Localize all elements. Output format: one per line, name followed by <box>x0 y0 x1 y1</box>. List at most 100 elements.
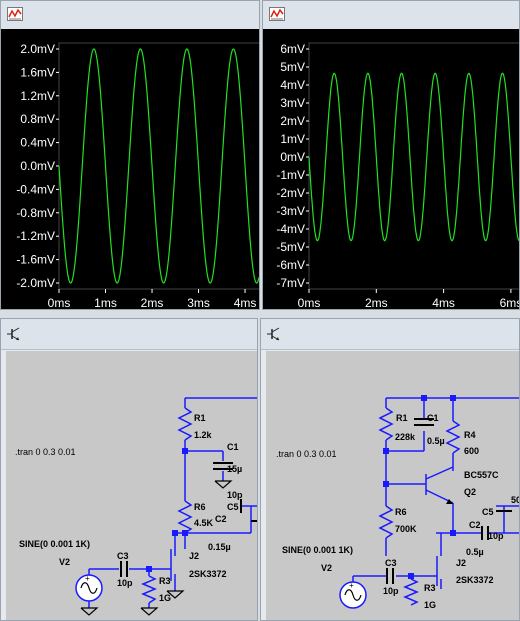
source-label: SINE(0 0.001 1K) <box>282 545 353 555</box>
directive-text: .tran 0 0.3 0.01 <box>15 447 76 457</box>
y-tick-label: 0.0mV <box>20 159 55 173</box>
label-C1: C1 <box>227 442 239 452</box>
waveform-window-left[interactable]: 2.0mV 1.6mV 1.2mV 0.8mV 0.4mV 0.0mV -0.4mV -0.8… <box>0 0 260 310</box>
plot-area[interactable]: 2.0mV 1.6mV 1.2mV 0.8mV 0.4mV 0.0mV -0.4mV -0.8… <box>1 29 260 310</box>
y-tick-label: -0.4mV <box>16 182 55 196</box>
value-R1: 228k <box>395 432 416 442</box>
waveform-icon <box>269 7 285 26</box>
y-tick-label: -4mV <box>276 222 305 236</box>
value-R1: 1.2k <box>194 430 213 440</box>
y-tick-label: 1.2mV <box>20 89 55 103</box>
plot-frame <box>58 42 259 290</box>
x-tick-label: 2ms <box>365 296 388 310</box>
y-tick-label: -6mV <box>276 258 305 272</box>
y-tick-label: -3mV <box>276 204 305 218</box>
window-titlebar[interactable] <box>263 1 519 30</box>
y-tick-label: 0mV <box>280 150 305 164</box>
label-Q2: Q2 <box>464 487 476 497</box>
value-Q2: BC557C <box>464 470 499 480</box>
value-C2: 0.15µ <box>208 542 231 552</box>
waveform-plot[interactable]: 2.0mV 1.6mV 1.2mV 0.8mV 0.4mV 0.0mV -0.4mV -0.8… <box>1 29 260 310</box>
y-tick-label: 6mV <box>280 42 305 56</box>
label-J2: J2 <box>456 558 466 568</box>
y-tick-label: 0.4mV <box>20 136 55 150</box>
source-label: SINE(0 0.001 1K) <box>19 539 90 549</box>
x-tick-label: 4ms <box>234 296 257 310</box>
label-R3: R3 <box>159 576 171 586</box>
y-tick-label: -5mV <box>276 240 305 254</box>
label-C5: C5 <box>482 507 494 517</box>
value-J2: 2SK3372 <box>189 569 227 579</box>
series-line <box>308 72 519 242</box>
y-tick-label: 2mV <box>280 114 305 128</box>
value-C1: 0.5µ <box>427 436 445 446</box>
value-C5-extra: 50 <box>511 495 520 505</box>
label-J2: J2 <box>189 551 199 561</box>
label-C2: C2 <box>469 520 481 530</box>
label-C5: C5 <box>227 502 239 512</box>
transistor-icon <box>267 327 281 346</box>
label-R1: R1 <box>396 413 408 423</box>
x-tick-label: 2ms <box>141 296 164 310</box>
x-tick-label: 6ms <box>500 296 520 310</box>
x-tick-label: 4ms <box>432 296 455 310</box>
waveform-icon <box>7 7 23 26</box>
value-R3: 1G <box>424 600 436 610</box>
schematic-drawing[interactable]: + .tr <box>6 351 258 621</box>
schematic-canvas[interactable]: + .tran 0 0.3 0.01 SINE(0 0.001 1K) <box>266 351 520 621</box>
svg-text:+: + <box>349 581 354 590</box>
series-line <box>58 48 259 284</box>
plot-frame <box>308 42 519 290</box>
directive-text: .tran 0 0.3 0.01 <box>276 449 337 459</box>
transistor-icon <box>7 327 21 346</box>
value-C1: 15µ <box>227 464 242 474</box>
window-titlebar[interactable] <box>1 319 257 350</box>
y-tick-label: -0.8mV <box>16 206 55 220</box>
x-tick-label: 1ms <box>94 296 117 310</box>
value-R6: 4.5K <box>194 518 214 528</box>
y-tick-label: -1mV <box>276 168 305 182</box>
window-titlebar[interactable] <box>1 1 259 30</box>
label-R4: R4 <box>464 430 476 440</box>
label-C2: C2 <box>215 514 227 524</box>
label-C3: C3 <box>117 551 129 561</box>
label-R6: R6 <box>194 502 206 512</box>
schematic-window-right[interactable]: + .tran 0 0.3 0.01 SINE(0 0.001 1K) <box>260 318 520 621</box>
value-C3: 10p <box>117 578 133 588</box>
label-R6: R6 <box>395 507 407 517</box>
y-tick-label: 1mV <box>280 132 305 146</box>
label-R1: R1 <box>194 413 206 423</box>
value-C5: 10p <box>227 490 243 500</box>
label-C1: C1 <box>427 413 439 423</box>
y-tick-label: 2.0mV <box>20 42 55 56</box>
label-V2: V2 <box>59 557 70 567</box>
label-C3: C3 <box>385 558 397 568</box>
y-tick-label: 0.8mV <box>20 112 55 126</box>
value-C2: 0.5µ <box>466 547 484 557</box>
value-R4: 600 <box>464 446 479 456</box>
value-R3: 1G <box>159 593 171 603</box>
schematic-canvas[interactable]: + .tr <box>6 351 258 621</box>
x-tick-label: 0ms <box>298 296 321 310</box>
y-tick-label: -1.2mV <box>16 229 55 243</box>
value-C5: 10p <box>488 531 504 541</box>
y-tick-label: 4mV <box>280 78 305 92</box>
waveform-plot[interactable]: 6mV5mV4mV3mV2mV1mV0mV-1mV-2mV-3mV-4mV-5m… <box>263 29 520 310</box>
y-tick-label: -7mV <box>276 276 305 290</box>
y-tick-label: -2mV <box>276 186 305 200</box>
label-R3: R3 <box>424 583 436 593</box>
label-V2: V2 <box>321 563 332 573</box>
window-titlebar[interactable] <box>261 319 519 350</box>
y-tick-label: -1.6mV <box>16 253 55 267</box>
y-tick-label: 1.6mV <box>20 65 55 79</box>
value-C3: 10p <box>383 586 399 596</box>
value-R6: 700K <box>395 524 417 534</box>
schematic-window-left[interactable]: + .tr <box>0 318 258 621</box>
svg-text:+: + <box>85 574 90 583</box>
schematic-drawing[interactable]: + .tran 0 0.3 0.01 SINE(0 0.001 1K) <box>266 351 520 621</box>
x-tick-label: 0ms <box>48 296 71 310</box>
y-tick-label: -2.0mV <box>16 276 55 290</box>
value-J2: 2SK3372 <box>456 575 494 585</box>
